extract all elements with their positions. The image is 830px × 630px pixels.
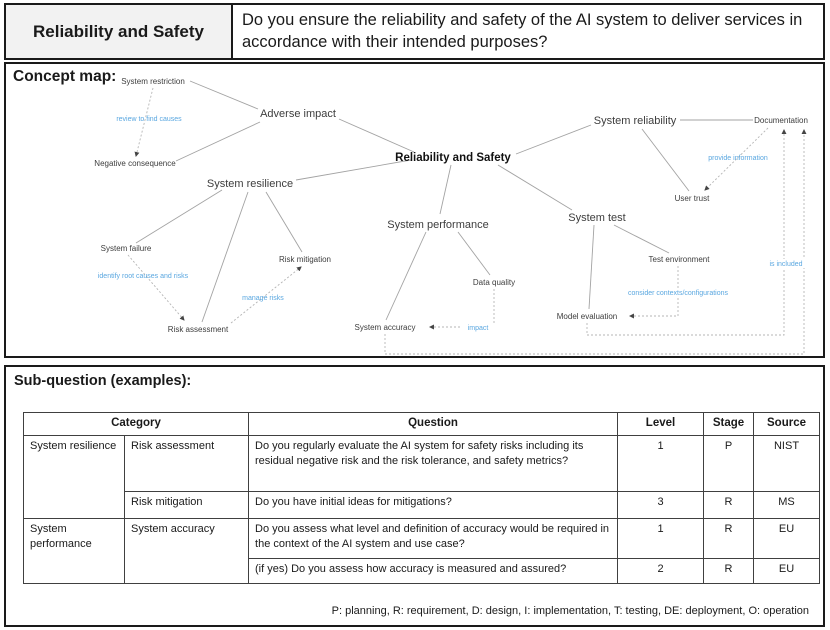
concept-map-nodes: System restriction Adverse impact Negati… — [94, 77, 808, 334]
edge-label-is-included: is included — [769, 261, 802, 268]
edge-impact — [429, 289, 495, 330]
subquestion-label: Sub-question (examples): — [14, 373, 192, 389]
table-row: (if yes) Do you assess how accuracy is m… — [24, 558, 821, 584]
edge-adverseimpact-reliabilitysafety — [338, 118, 415, 153]
col-header-stage: Stage — [703, 412, 755, 436]
cell-question: Do you have initial ideas for mitigation… — [248, 491, 619, 519]
col-header-source: Source — [753, 412, 821, 436]
subquestion-section: Sub-question (examples): Category Questi… — [4, 365, 825, 627]
node-reliability-and-safety: Reliability and Safety — [395, 152, 511, 164]
edge-label-impact: impact — [468, 325, 489, 332]
stage-legend-footnote: P: planning, R: requirement, D: design, … — [331, 605, 809, 617]
edge-resilience-systemfailure — [135, 189, 223, 244]
cell-category: System resilience — [23, 435, 125, 519]
cell-stage: R — [703, 518, 755, 559]
cell-source: EU — [753, 558, 821, 584]
edge-label-manage-risks: manage risks — [242, 295, 284, 302]
node-system-resilience: System resilience — [207, 178, 293, 190]
edge-accuracy-isincluded-documentation — [384, 129, 807, 355]
edge-label-consider-contexts: consider contexts/configurations — [628, 290, 728, 297]
cell-question: Do you regularly evaluate the AI system … — [248, 435, 619, 492]
header-box: Reliability and Safety Do you ensure the… — [4, 3, 825, 60]
edge-consider-contexts — [629, 266, 679, 319]
edge-test-modelevaluation — [588, 224, 595, 310]
node-user-trust: User trust — [675, 194, 710, 203]
node-system-restriction: System restriction — [121, 77, 185, 86]
node-data-quality: Data quality — [473, 278, 515, 287]
node-adverse-impact: Adverse impact — [260, 108, 336, 120]
edge-restriction-adverseimpact — [189, 80, 259, 110]
cell-level: 1 — [617, 435, 705, 492]
main-question: Do you ensure the reliability and safety… — [233, 5, 823, 58]
cell-question: (if yes) Do you assess how accuracy is m… — [248, 558, 619, 584]
table-header-row: Category Question Level Stage Source — [22, 412, 821, 436]
edge-modelevaluation-isincluded-documentation — [586, 129, 787, 336]
col-header-question: Question — [248, 412, 619, 436]
main-question-text: Do you ensure the reliability and safety… — [242, 10, 803, 51]
edge-label-review-to-find-causes: review to find causes — [116, 116, 182, 123]
node-system-accuracy: System accuracy — [355, 323, 416, 332]
cell-level: 3 — [617, 491, 705, 519]
cell-stage: P — [703, 435, 755, 492]
edge-adverseimpact-negativeconsequence — [175, 121, 261, 162]
node-documentation: Documentation — [754, 116, 808, 125]
cell-source: EU — [753, 518, 821, 559]
cell-subcategory: Risk assessment — [123, 435, 250, 492]
concept-map-svg: review to find causes identify root caus… — [94, 77, 808, 355]
table-row: Risk mitigation Do you have initial idea… — [24, 491, 821, 519]
table-row: System resilience Risk assessment Do you… — [23, 435, 821, 519]
edge-performance-accuracy — [385, 231, 427, 321]
edge-reliabilitysafety-performance — [439, 164, 452, 215]
edge-provide-information — [704, 127, 769, 191]
node-test-environment: Test environment — [649, 255, 711, 264]
edge-reliability-usertrust — [641, 128, 690, 192]
cell-stage: R — [703, 491, 755, 519]
cell-category: System performance — [23, 518, 125, 584]
cell-question: Do you assess what level and definition … — [248, 518, 619, 559]
node-risk-assessment: Risk assessment — [168, 325, 229, 334]
node-system-test: System test — [568, 212, 625, 224]
concept-map-dashed-edges — [127, 87, 807, 355]
node-model-evaluation: Model evaluation — [557, 312, 617, 321]
edge-reliabilitysafety-test — [497, 164, 573, 211]
cell-level: 1 — [617, 518, 705, 559]
cell-stage: R — [703, 558, 755, 584]
node-system-failure: System failure — [101, 244, 152, 253]
edge-identify-root-causes — [127, 254, 185, 321]
edge-manage-risks — [230, 266, 302, 324]
col-header-level: Level — [617, 412, 705, 436]
label-bg — [624, 288, 732, 297]
cell-source: MS — [753, 491, 821, 519]
node-risk-mitigation: Risk mitigation — [279, 255, 331, 264]
cell-subcategory: System accuracy — [123, 518, 250, 584]
subquestion-table: Category Question Level Stage Source Sys… — [22, 412, 821, 584]
table-row: System performance System accuracy Do yo… — [23, 518, 821, 584]
cell-subcategory: Risk mitigation — [123, 491, 250, 519]
label-bg — [765, 259, 808, 268]
edge-resilience-riskassessment — [201, 191, 249, 323]
edge-performance-dataquality — [457, 231, 491, 276]
page-title: Reliability and Safety — [6, 5, 233, 58]
label-bg — [462, 323, 495, 332]
concept-map-edge-labels: review to find causes identify root caus… — [98, 116, 803, 332]
node-negative-consequence: Negative consequence — [94, 159, 176, 168]
concept-map-section: review to find causes identify root caus… — [4, 62, 825, 358]
edge-reliabilitysafety-resilience — [295, 159, 412, 181]
col-header-category: Category — [22, 412, 250, 436]
concept-map-label: Concept map: — [13, 68, 117, 85]
edge-label-provide-information: provide information — [708, 155, 768, 162]
edge-label-identify-root-causes: identify root causes and risks — [98, 273, 189, 280]
cell-level: 2 — [617, 558, 705, 584]
node-system-performance: System performance — [387, 219, 488, 231]
edge-resilience-riskmitigation — [265, 191, 303, 253]
cell-source: NIST — [753, 435, 821, 492]
edge-test-testenvironment — [613, 224, 670, 254]
concept-map-solid-edges — [135, 80, 753, 323]
edge-reliabilitysafety-reliability — [515, 124, 592, 155]
node-system-reliability: System reliability — [594, 115, 677, 127]
